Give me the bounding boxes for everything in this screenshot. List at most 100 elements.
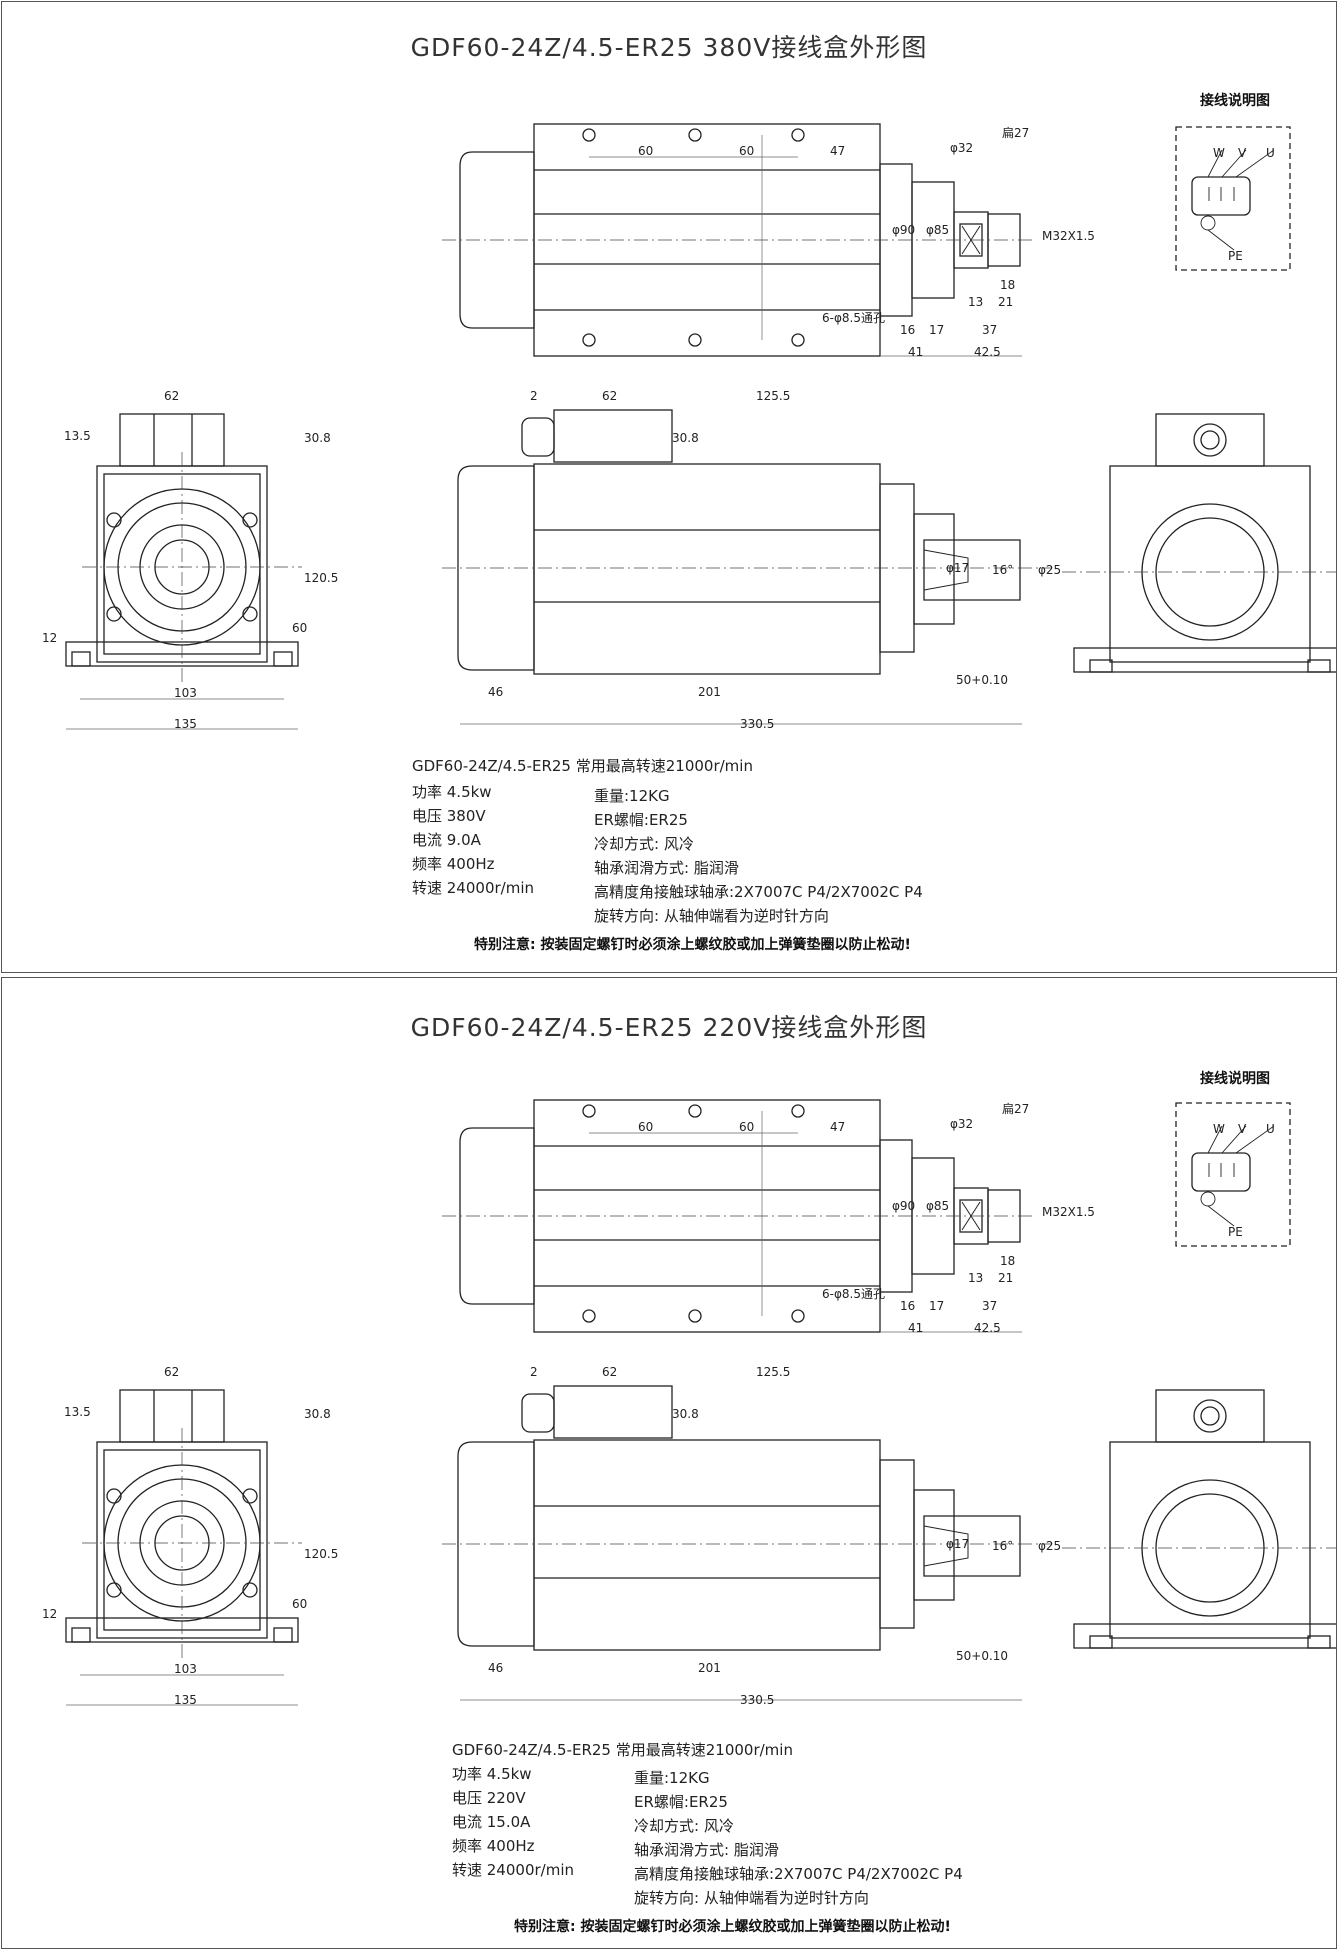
dim-60a: 60	[638, 144, 653, 158]
dim-phi32: φ32	[950, 141, 973, 155]
dim-phi32: φ32	[950, 1117, 973, 1131]
junction-box-front	[119, 413, 225, 467]
spec-frequency: 频率 400Hz	[452, 1837, 535, 1855]
spec-bearing: 高精度角接触球轴承:2X7007C P4/2X7002C P4	[594, 883, 923, 901]
spec-rotation: 旋转方向: 从轴伸端看为逆时针方向	[634, 1889, 869, 1907]
spec-model-line: GDF60-24Z/4.5-ER25 常用最高转速21000r/min	[452, 1741, 793, 1759]
motor-rear-cap-side	[457, 465, 535, 671]
dim-201: 201	[698, 685, 721, 699]
dim-2: 2	[530, 1365, 538, 1379]
dim-phi90: φ90	[892, 1199, 915, 1213]
dim-60b: 60	[739, 144, 754, 158]
dim-16: 16	[900, 323, 915, 337]
spec-nut: ER螺帽:ER25	[634, 1793, 728, 1811]
page-title: GDF60-24Z/4.5-ER25 220V接线盒外形图	[410, 1013, 928, 1042]
terminal-w: W	[1213, 1122, 1225, 1136]
dim-41: 41	[908, 345, 923, 359]
dim-phi17: φ17	[946, 1537, 969, 1551]
wiring-diagram-frame	[1175, 126, 1291, 271]
dim-41: 41	[908, 1321, 923, 1335]
dim-13: 13	[968, 1271, 983, 1285]
dim-12: 12	[42, 631, 57, 645]
dim-18: 18	[1000, 1254, 1015, 1268]
spec-speed: 转速 24000r/min	[412, 879, 534, 897]
motor-body-side	[533, 1439, 881, 1651]
terminal-pe: PE	[1228, 1225, 1243, 1239]
dim-30-8b: 30.8	[672, 1407, 699, 1421]
spec-voltage: 电压 220V	[452, 1789, 526, 1807]
dim-103: 103	[174, 686, 197, 700]
dim-16: 16	[900, 1299, 915, 1313]
drawing-sheet-220v: 60 60 47 φ90 φ85 φ32 扁27 M32X1.5 18 13 2…	[1, 977, 1337, 1949]
warning-text: 特别注意: 按装固定螺钉时必须涂上螺纹胶或加上弹簧垫圈以防止松动!	[514, 1919, 951, 1935]
terminal-u: U	[1266, 146, 1275, 160]
dim-phi85: φ85	[926, 1199, 949, 1213]
dim-60c: 60	[292, 621, 307, 635]
dim-62: 62	[164, 389, 179, 403]
dim-62: 62	[164, 1365, 179, 1379]
dim-120-5: 120.5	[304, 1547, 338, 1561]
technical-drawing: 60 60 47 φ90 φ85 φ32 扁27 M32X1.5 18 13 2…	[42, 123, 1336, 731]
terminal-v: V	[1238, 146, 1247, 160]
wiring-title: 接线说明图	[1200, 1071, 1270, 1087]
dimension-labels: 60 60 47 φ90 φ85 φ32 扁27 M32X1.5 18 13 2…	[42, 1102, 1275, 1707]
dim-135: 135	[174, 717, 197, 731]
spec-left: 功率 4.5kw 电压 220V 电流 15.0A 频率 400Hz 转速 24…	[452, 1762, 574, 1882]
dim-17: 17	[929, 323, 944, 337]
dim-21: 21	[998, 295, 1013, 309]
dim-125-5: 125.5	[756, 389, 790, 403]
spec-cooling: 冷却方式: 风冷	[594, 835, 694, 853]
dim-phi90: φ90	[892, 223, 915, 237]
dim-37: 37	[982, 1299, 997, 1313]
dim-13-5: 13.5	[64, 1405, 91, 1419]
spec-speed: 转速 24000r/min	[452, 1861, 574, 1879]
spec-voltage: 电压 380V	[412, 807, 486, 825]
dim-60c: 60	[292, 1597, 307, 1611]
dim-holes: 6-φ8.5通孔	[822, 311, 885, 325]
spec-nut: ER螺帽:ER25	[594, 811, 688, 829]
dim-60b: 60	[739, 1120, 754, 1134]
drawing-sheet-380v: 60 60 47 φ90 φ85 φ32 扁27 M32X1.5 18 13 2…	[1, 1, 1337, 973]
dim-m32: M32X1.5	[1042, 1205, 1095, 1219]
dim-120-5: 120.5	[304, 571, 338, 585]
dim-62b: 62	[602, 389, 617, 403]
dim-62b: 62	[602, 1365, 617, 1379]
dim-60a: 60	[638, 1120, 653, 1134]
motor-body-side	[533, 463, 881, 675]
dim-2: 2	[530, 389, 538, 403]
warning-text: 特别注意: 按装固定螺钉时必须涂上螺纹胶或加上弹簧垫圈以防止松动!	[474, 937, 911, 953]
spec-current: 电流 15.0A	[452, 1813, 531, 1831]
dim-flat27: 扁27	[1002, 126, 1029, 140]
terminal-u: U	[1266, 1122, 1275, 1136]
dim-125-5: 125.5	[756, 1365, 790, 1379]
dim-17: 17	[929, 1299, 944, 1313]
spec-weight: 重量:12KG	[634, 1769, 710, 1787]
dimension-labels: 60 60 47 φ90 φ85 φ32 扁27 M32X1.5 18 13 2…	[42, 126, 1275, 731]
spec-lubrication: 轴承润滑方式: 脂润滑	[634, 1841, 779, 1859]
dim-50: 50+0.10	[956, 673, 1008, 687]
dim-16deg: 16°	[992, 1539, 1013, 1553]
dim-phi85: φ85	[926, 223, 949, 237]
motor-rear-cap-side	[457, 1441, 535, 1647]
dim-12: 12	[42, 1607, 57, 1621]
dim-42-5: 42.5	[974, 1321, 1001, 1335]
dim-13-5: 13.5	[64, 429, 91, 443]
dim-16deg: 16°	[992, 563, 1013, 577]
spec-cooling: 冷却方式: 风冷	[634, 1817, 734, 1835]
spec-right: 重量:12KG ER螺帽:ER25 冷却方式: 风冷 轴承润滑方式: 脂润滑 高…	[634, 1766, 963, 1910]
dim-21: 21	[998, 1271, 1013, 1285]
dim-47: 47	[830, 1120, 845, 1134]
spec-rotation: 旋转方向: 从轴伸端看为逆时针方向	[594, 907, 829, 925]
junction-box-front	[119, 1389, 225, 1443]
spec-right: 重量:12KG ER螺帽:ER25 冷却方式: 风冷 轴承润滑方式: 脂润滑 高…	[594, 784, 923, 928]
dim-42-5: 42.5	[974, 345, 1001, 359]
spec-model-line: GDF60-24Z/4.5-ER25 常用最高转速21000r/min	[412, 757, 753, 775]
dim-46: 46	[488, 685, 503, 699]
motor-rear-cap	[459, 1127, 535, 1305]
flange-rear	[1109, 465, 1311, 663]
dim-201: 201	[698, 1661, 721, 1675]
dim-37: 37	[982, 323, 997, 337]
dim-m32: M32X1.5	[1042, 229, 1095, 243]
dim-flat27: 扁27	[1002, 1102, 1029, 1116]
junction-box-rear	[1155, 413, 1265, 467]
